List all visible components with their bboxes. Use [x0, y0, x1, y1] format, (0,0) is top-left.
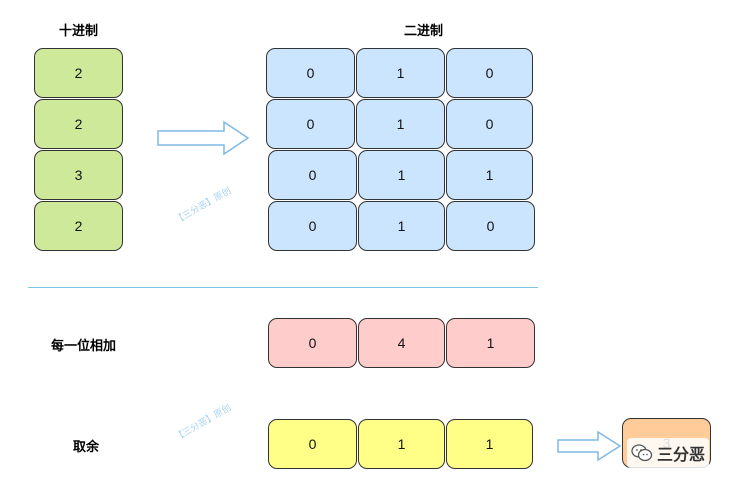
sum-label: 每一位相加 — [51, 339, 117, 354]
binary-cell-r2-c3: 0 — [446, 99, 533, 149]
binary-cell-r1-c3: 0 — [446, 48, 533, 98]
mod-label: 取余 — [73, 440, 100, 455]
sum-cell-2: 4 — [358, 318, 445, 368]
binary-cell-r2-c1: 0 — [266, 99, 355, 149]
watermark-text-2: 【三分恶】原创 — [173, 403, 234, 444]
logo: 三分恶 — [627, 438, 710, 468]
result-arrow — [557, 430, 622, 462]
binary-cell-r4-c1: 0 — [268, 201, 357, 251]
binary-cell-r4-c2: 1 — [358, 201, 445, 251]
sum-cell-1: 0 — [268, 318, 357, 368]
mod-cell-1: 0 — [268, 419, 357, 469]
wechat-icon — [631, 444, 653, 462]
binary-cell-r4-c3: 0 — [446, 201, 535, 251]
section-divider — [28, 287, 538, 288]
sum-cell-3: 1 — [446, 318, 535, 368]
decimal-cell-3: 3 — [34, 150, 123, 200]
decimal-title: 十进制 — [59, 24, 99, 39]
binary-title: 二进制 — [404, 24, 444, 39]
decimal-cell-2: 2 — [34, 99, 123, 149]
decimal-cell-1: 2 — [34, 48, 123, 98]
binary-cell-r1-c2: 1 — [356, 48, 445, 98]
mod-cell-2: 1 — [358, 419, 445, 469]
binary-cell-r1-c1: 0 — [266, 48, 355, 98]
decimal-cell-4: 2 — [34, 201, 123, 251]
logo-text: 三分恶 — [657, 445, 706, 464]
watermark-text: 【三分恶】原创 — [173, 186, 234, 227]
mod-cell-3: 1 — [446, 419, 533, 469]
binary-cell-r2-c2: 1 — [356, 99, 445, 149]
binary-cell-r3-c2: 1 — [358, 150, 445, 200]
binary-cell-r3-c3: 1 — [446, 150, 533, 200]
conversion-arrow — [157, 120, 250, 156]
binary-cell-r3-c1: 0 — [268, 150, 357, 200]
